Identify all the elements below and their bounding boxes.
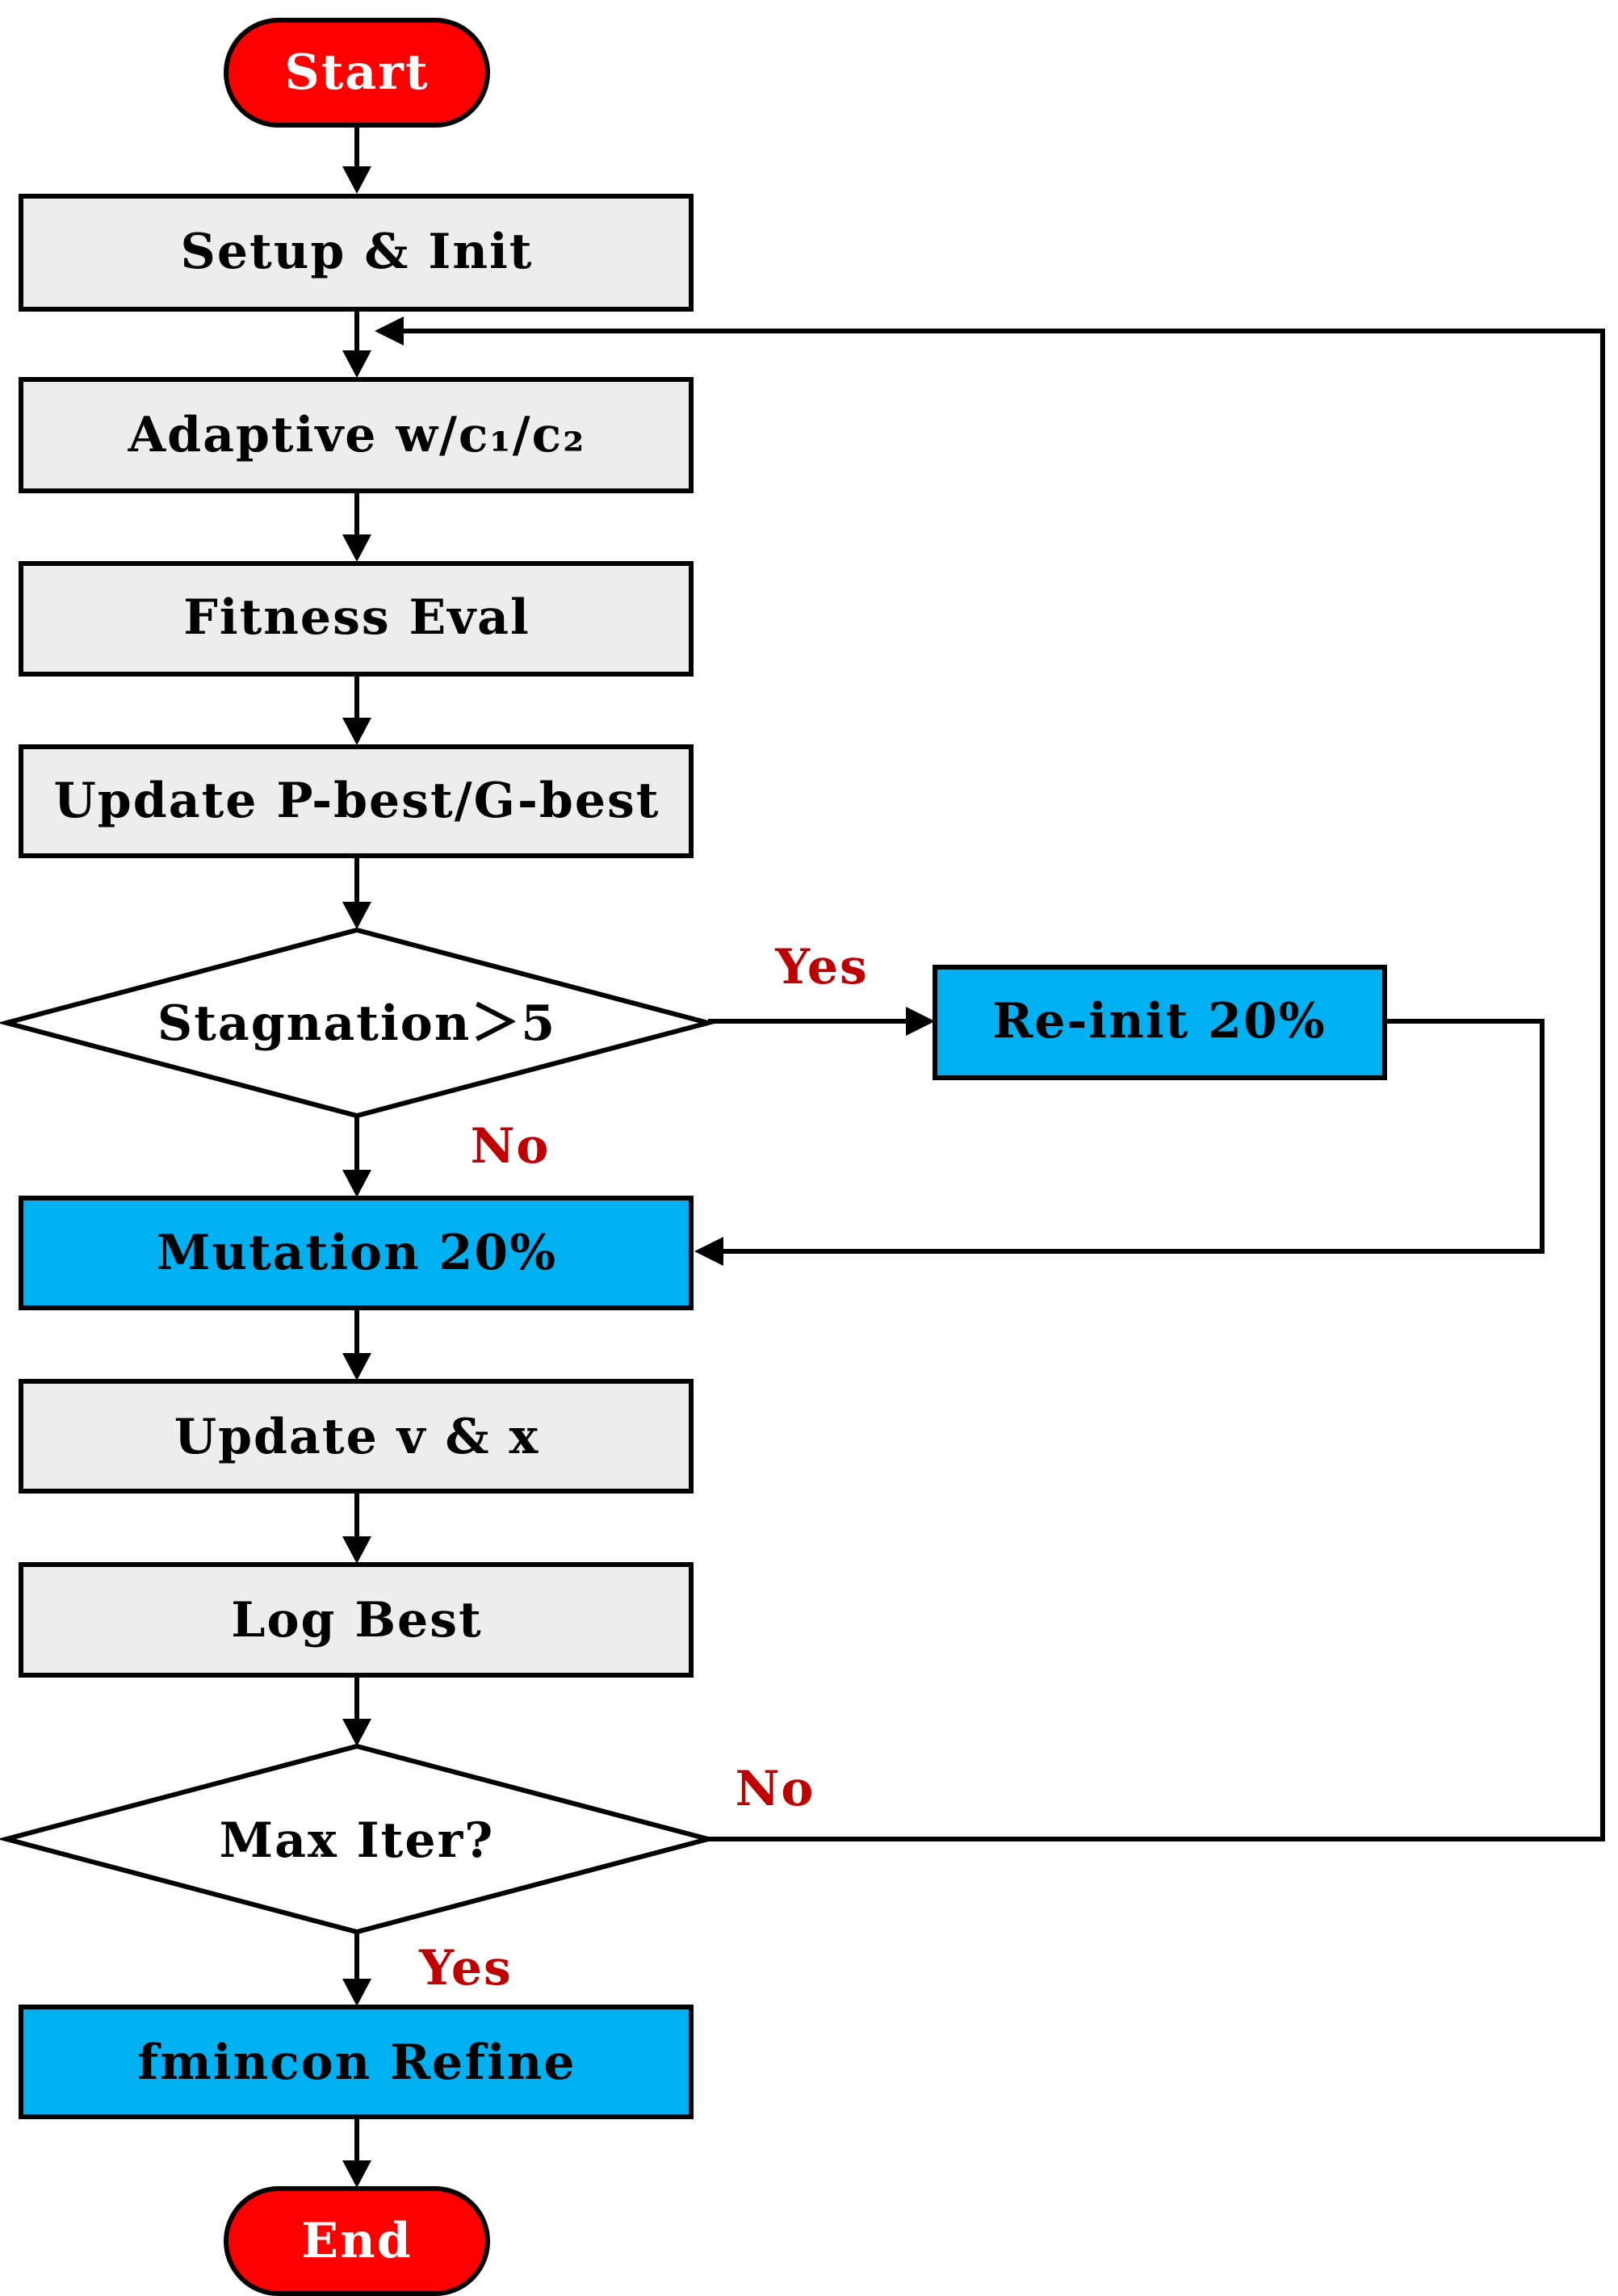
arrowhead [342,166,371,194]
start-node: Start [224,18,490,128]
mutation-box: Mutation 20% [19,1196,694,1310]
adaptive-box: Adaptive w/c₁/c₂ [19,377,694,493]
stagnation-decision: Stagnation＞5 [0,927,718,1119]
end-label: End [301,2213,412,2269]
setup-init-label: Setup & Init [181,224,534,280]
max-iter-yes-label: Yes [418,1940,513,1996]
max-iter-label: Max Iter? [220,1812,495,1869]
start-label: Start [284,44,429,101]
edge-maxiter-loop [388,329,1605,1841]
log-best-box: Log Best [19,1562,694,1678]
update-vx-box: Update v & x [19,1379,694,1494]
arrowhead [342,534,371,562]
fmincon-label: fmincon Refine [137,2034,576,2091]
arrowhead [342,718,371,745]
setup-init-box: Setup & Init [19,194,694,312]
arrowhead [342,1536,371,1564]
arrowhead [375,316,404,346]
stagnation-yes-label: Yes [774,939,869,995]
stagnation-no-label: No [471,1118,551,1175]
max-iter-decision: Max Iter? [0,1743,718,1935]
arrowhead [342,2160,371,2188]
fmincon-box: fmincon Refine [19,2005,694,2119]
reinit-label: Re-init 20% [992,993,1326,1050]
arrowhead [342,1353,371,1381]
reinit-box: Re-init 20% [933,965,1387,1080]
stagnation-label: Stagnation＞5 [157,995,556,1052]
mutation-label: Mutation 20% [157,1225,557,1281]
arrowhead [906,1007,935,1036]
fitness-eval-label: Fitness Eval [183,589,530,646]
log-best-label: Log Best [231,1592,482,1649]
arrowhead [694,1237,723,1266]
arrowhead [342,1979,371,2006]
update-best-label: Update P-best/G-best [53,773,660,829]
arrowhead [342,350,371,378]
end-node: End [224,2186,490,2296]
update-vx-label: Update v & x [174,1409,539,1465]
update-best-box: Update P-best/G-best [19,744,694,858]
arrowhead [342,902,371,929]
max-iter-no-label: No [736,1761,815,1817]
connectors [342,125,1605,2188]
arrowhead [342,1719,371,1746]
fitness-eval-box: Fitness Eval [19,561,694,677]
adaptive-label: Adaptive w/c₁/c₂ [128,407,586,463]
arrowhead [342,1170,371,1197]
edge-reinit-mutation [706,1019,1545,1254]
